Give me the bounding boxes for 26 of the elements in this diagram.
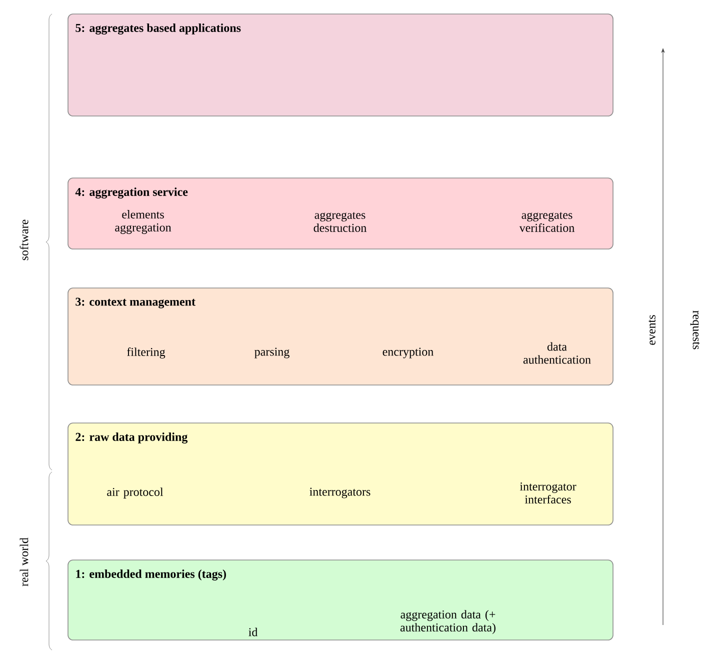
function-label: aggregation data (+ authentication data) [400, 610, 496, 634]
layer-heading: 5: aggregates based applications [76, 24, 241, 34]
function-label: elements aggregation [115, 210, 172, 234]
layer-box [68, 14, 614, 116]
layer-box [68, 288, 614, 386]
layer-heading: 4: aggregation service [75, 188, 188, 198]
function-label: air protocol [107, 488, 164, 498]
layer-box [68, 178, 614, 250]
function-label: data authentication [523, 342, 591, 364]
side-label: events [648, 315, 656, 345]
function-label: interrogators [310, 488, 370, 498]
side-label: software [20, 220, 28, 260]
function-label: aggregates verification [519, 212, 574, 232]
layer-heading: 1: embedded memories (tags) [76, 570, 226, 580]
function-label: parsing [254, 348, 290, 358]
function-label: filtering [127, 347, 166, 359]
function-label: encryption [382, 348, 434, 358]
layer-box [68, 422, 614, 526]
side-label: requests [690, 310, 700, 350]
function-label: interrogator interfaces [520, 482, 576, 504]
layer-heading: 3: context management [76, 298, 196, 308]
function-label: id [248, 628, 258, 636]
function-label: aggregates destruction [314, 212, 366, 232]
layer-box [68, 560, 614, 640]
side-label: real world [20, 538, 28, 586]
layer-heading: 2: raw data providing [76, 432, 188, 444]
